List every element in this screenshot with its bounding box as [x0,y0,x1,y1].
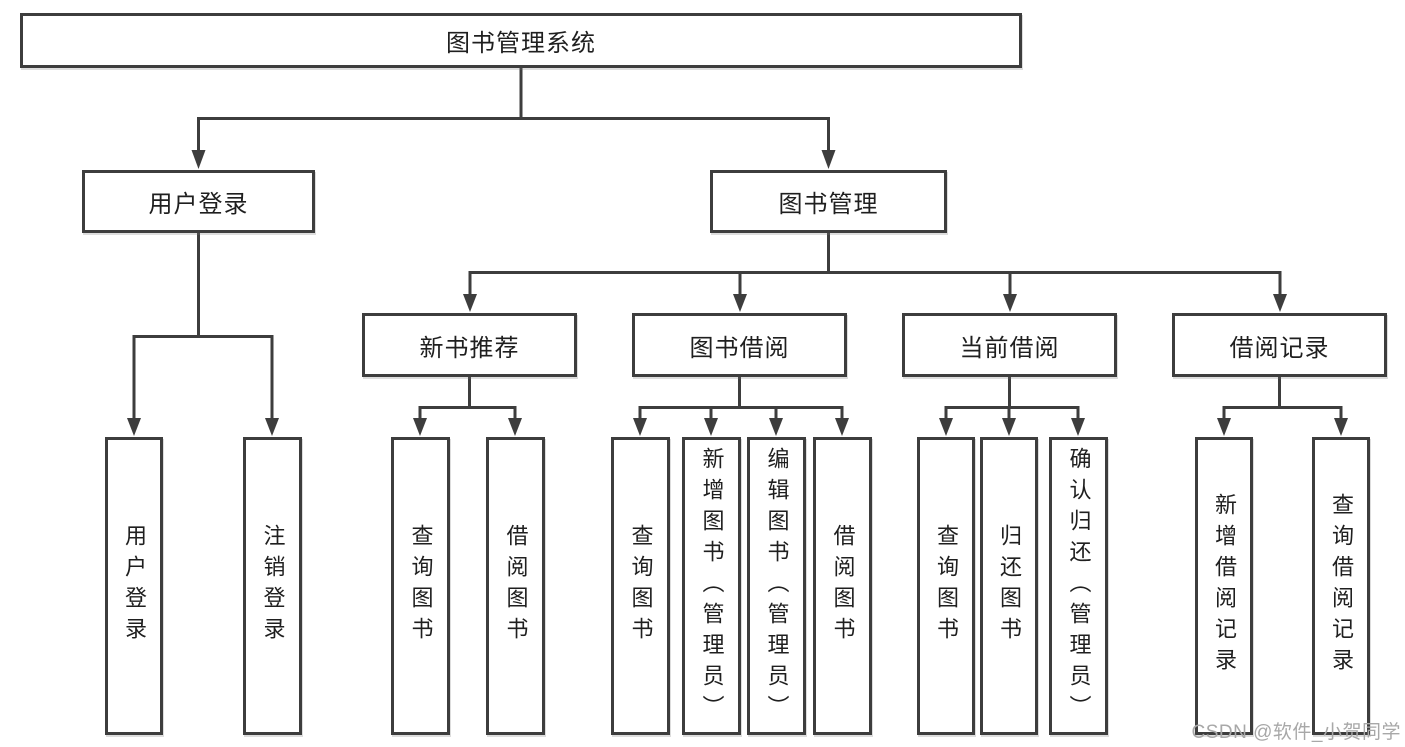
node-user-login: 用户登录 [82,170,315,233]
arrowhead-icons [127,150,1348,436]
node-book-borrowing: 图书借阅 [632,313,847,377]
node-new-book-recommend: 新书推荐 [362,313,577,377]
leaf-add-borrow-record: 新增借阅记录 [1195,437,1253,735]
leaf-query-borrow-record: 查询借阅记录 [1312,437,1370,735]
leaf-edit-book-admin: 编辑图书（管理员） [747,437,806,735]
node-book-management: 图书管理 [710,170,947,233]
leaf-return-book: 归还图书 [980,437,1038,735]
leaf-user-login: 用户登录 [105,437,163,735]
leaf-borrow-books-borrowing: 借阅图书 [813,437,872,735]
watermark: CSDN @软件_小贺同学 [1191,722,1401,743]
leaf-query-books-borrowing: 查询图书 [611,437,670,735]
node-library-system: 图书管理系统 [20,13,1022,68]
leaf-add-book-admin: 新增图书（管理员） [682,437,741,735]
leaf-query-books-recommend: 查询图书 [391,437,450,735]
leaf-borrow-books-recommend: 借阅图书 [486,437,545,735]
node-current-borrowing: 当前借阅 [902,313,1117,377]
leaf-query-books-current: 查询图书 [917,437,975,735]
leaf-logout: 注销登录 [243,437,302,735]
leaf-confirm-return-admin: 确认归还（管理员） [1049,437,1108,735]
node-borrowing-records: 借阅记录 [1172,313,1387,377]
